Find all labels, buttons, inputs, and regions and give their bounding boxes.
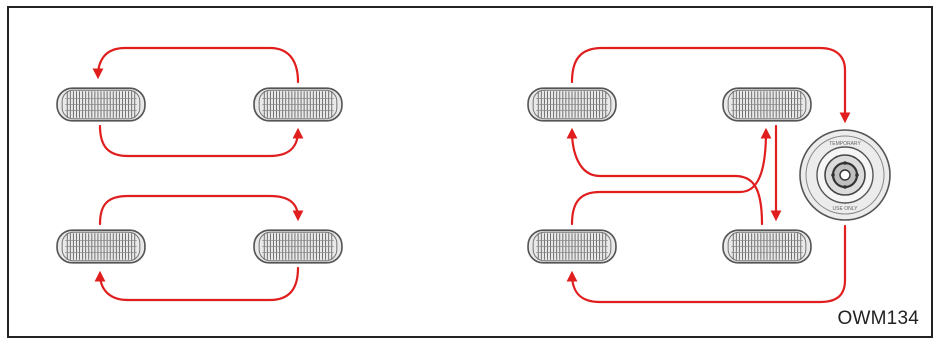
figure-frame — [7, 6, 933, 338]
spare-wheel-icon: TEMPORARY USE ONLY — [799, 129, 891, 221]
tire-icon — [56, 229, 146, 264]
spare-label-bottom: USE ONLY — [833, 206, 859, 212]
tire-icon — [253, 87, 343, 122]
figure-code-label: OWM134 — [837, 308, 919, 329]
spare-label-top: TEMPORARY — [829, 141, 861, 147]
tire-icon — [722, 87, 812, 122]
rotation-arrow — [570, 127, 772, 226]
rotation-arrow — [566, 224, 847, 304]
rotation-arrow — [92, 46, 300, 84]
tire-icon — [253, 229, 343, 264]
rotation-arrow — [94, 266, 300, 302]
tire-icon — [527, 87, 617, 122]
rotation-arrow — [98, 194, 304, 226]
four-wheel-rotation-group — [56, 46, 343, 302]
five-wheel-rotation-group: TEMPORARY USE ONLY — [527, 46, 891, 304]
tire-icon — [527, 229, 617, 264]
rotation-arrow — [566, 127, 764, 226]
rotation-arrow — [570, 46, 851, 124]
tire-icon — [56, 87, 146, 122]
tire-icon — [722, 229, 812, 264]
rotation-arrow — [98, 124, 304, 158]
